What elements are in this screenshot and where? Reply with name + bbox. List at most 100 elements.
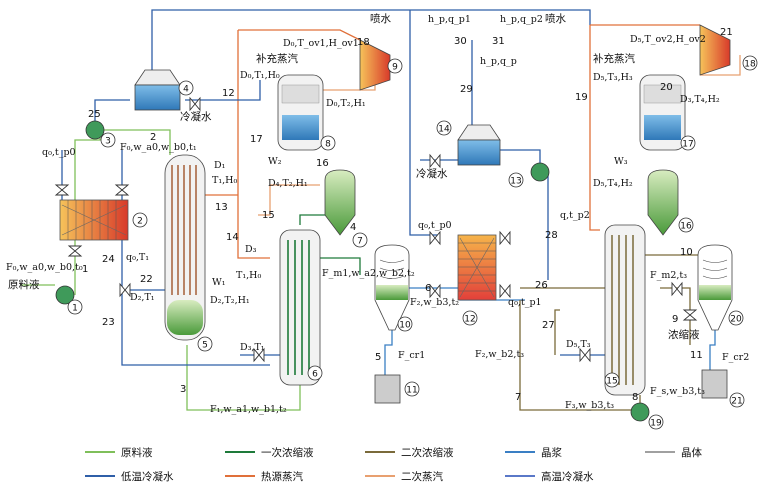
var-D0-Tov1: D₀,T_ov1,H_ov1 <box>283 38 359 49</box>
pipe-fm1 <box>320 257 361 275</box>
stream-number-29: 29 <box>460 84 473 95</box>
var-feed-in: F₀,w_a0,w_b0,t₀ <box>6 262 83 273</box>
unit-number-1: 1 <box>67 299 83 315</box>
stream-number-21: 21 <box>720 27 733 38</box>
label-concentrate: 浓缩液 <box>668 328 700 341</box>
var-hp-qp: h_p,q_p <box>480 56 517 67</box>
valve-icon <box>253 347 265 363</box>
unit-number-12: 12 <box>462 310 478 326</box>
var-Fcr1: F_cr1 <box>398 350 425 361</box>
valve-icon <box>429 283 441 299</box>
pipe-27 <box>554 309 560 355</box>
var-W1: W₁ <box>212 277 226 288</box>
svg-text:10: 10 <box>399 321 411 331</box>
stream-number-23: 23 <box>102 317 115 328</box>
pipe-steam-left <box>237 30 270 259</box>
pipe-7 <box>519 300 641 411</box>
unit-number-10: 10 <box>397 316 413 332</box>
stream-number-8: 8 <box>632 392 638 403</box>
unit-number-4: 4 <box>178 80 194 96</box>
var-hp-qp2: h_p,q_p2 <box>500 14 543 25</box>
pipe-steam-18 <box>238 29 361 41</box>
legend-label: 热源蒸汽 <box>261 470 303 483</box>
stream-number-14: 14 <box>226 232 239 243</box>
label-makeup-steam-right: 补充蒸汽 <box>593 52 635 65</box>
var-F0-top: F₀,w_a0,w_b0,t₁ <box>120 142 197 153</box>
pipe-4 <box>299 214 325 225</box>
label-cooling-water-mid: 冷凝水 <box>416 167 448 180</box>
svg-text:9: 9 <box>392 63 398 73</box>
pipe-15 <box>258 184 320 216</box>
unit-number-16: 16 <box>678 217 694 233</box>
var-F1-bottom: F₁,w_a1,w_b1,t₂ <box>210 404 287 415</box>
pipe-top-water-line <box>151 9 591 70</box>
var-q-tp2: q,t_p2 <box>560 210 590 221</box>
svg-text:4: 4 <box>183 85 189 95</box>
label-makeup-steam-left: 补充蒸汽 <box>256 52 298 65</box>
valves <box>54 96 698 363</box>
stream-number-9: 9 <box>672 314 678 325</box>
unit-number-2: 2 <box>132 212 148 228</box>
stream-number-18: 18 <box>357 37 370 48</box>
stream-number-30: 30 <box>454 36 467 47</box>
pipe-25 <box>94 99 130 130</box>
var-q0-tp0-left: q₀,t_p0 <box>42 147 76 158</box>
valve-icon <box>579 347 591 363</box>
svg-text:21: 21 <box>731 397 742 407</box>
pipe-24-23 <box>121 240 270 366</box>
pump-3 <box>85 120 105 140</box>
var-F2-wb2-t3: F₂,w_b2,t₃ <box>475 349 524 360</box>
legend-item: 热源蒸汽 <box>225 470 303 483</box>
unit-number-21: 21 <box>729 392 745 408</box>
evaporator-6 <box>279 229 321 386</box>
unit-number-13: 13 <box>508 172 524 188</box>
stream-number-26: 26 <box>535 280 548 291</box>
legend-item: 低温冷凝水 <box>85 470 174 483</box>
pipe-5 <box>384 330 393 375</box>
svg-text:15: 15 <box>606 377 617 387</box>
svg-text:2: 2 <box>137 217 143 227</box>
svg-text:12: 12 <box>464 315 475 325</box>
label-feed-liquid: 原料液 <box>8 278 40 291</box>
legend-label: 晶浆 <box>541 446 562 459</box>
pump-13 <box>530 162 550 182</box>
pipe-11 <box>709 330 716 375</box>
var-W3: W₃ <box>614 156 628 167</box>
column-8 <box>277 74 324 151</box>
compressor-18 <box>699 24 731 76</box>
separator-7 <box>324 169 356 236</box>
unit-number-8: 8 <box>320 135 336 151</box>
stream-number-24: 24 <box>102 254 115 265</box>
var-hp-qp1: h_p,q_p1 <box>428 14 471 25</box>
cooling-tank-4 <box>134 69 181 111</box>
unit-number-6: 6 <box>307 365 323 381</box>
valve-icon <box>119 282 131 298</box>
cooling-tank-14 <box>457 124 501 166</box>
legend: 原料液一次浓缩液二次浓缩液晶浆晶体低温冷凝水热源蒸汽二次蒸汽高温冷凝水 <box>85 446 702 483</box>
var-Fs-wb3-t3: F_s,w_b3,t₃ <box>650 386 705 397</box>
var-D5-Tov2: D₅,T_ov2,H_ov2 <box>630 34 706 45</box>
heat-exchanger-2 <box>59 199 129 241</box>
stream-number-6: 6 <box>425 283 431 294</box>
stream-number-7: 7 <box>515 392 521 403</box>
chinese-labels: 原料液 冷凝水 冷凝水 喷水 喷水 补充蒸汽 补充蒸汽 浓缩液 <box>8 13 700 341</box>
var-D0-T2-H1: D₀,T₂,H₁ <box>326 98 366 109</box>
pipe-19 <box>589 25 600 231</box>
var-Fm1: F_m1,w_a2,w_b2,t₂ <box>322 268 415 279</box>
stream-number-11: 11 <box>690 350 703 361</box>
label-spray-water-right: 喷水 <box>545 13 566 25</box>
heat-exchanger-12 <box>457 234 497 301</box>
var-T1H0-side: T₁,H₀ <box>212 175 237 186</box>
legend-item: 晶浆 <box>505 446 562 459</box>
var-q0-tp1: q₀,t_p1 <box>508 297 542 308</box>
label-cooling-water-left: 冷凝水 <box>180 110 212 123</box>
legend-item: 晶体 <box>645 447 702 459</box>
valve-icon <box>499 230 511 246</box>
separator-16 <box>647 169 679 236</box>
var-D3-T4-H2: D₃,T₄,H₂ <box>680 94 720 105</box>
var-D1: D₁ <box>214 160 226 171</box>
stream-number-19: 19 <box>575 92 588 103</box>
